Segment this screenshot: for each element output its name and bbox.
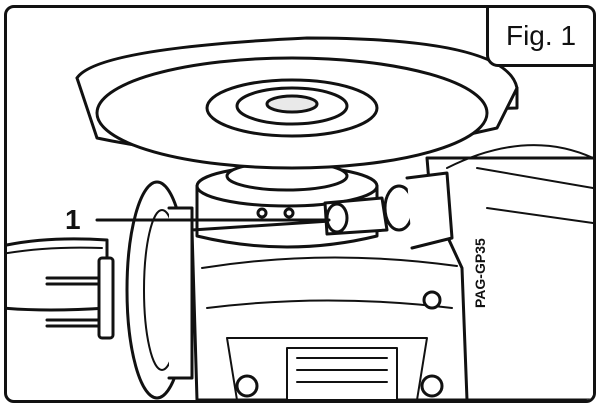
grinding-disc xyxy=(95,56,489,170)
plug-pins xyxy=(45,256,115,340)
left-flange xyxy=(125,180,194,400)
spindle-lock-button xyxy=(323,171,454,250)
gear-head xyxy=(190,212,469,400)
figure-frame: PAG-GP35 Fig. 1 1 xyxy=(4,5,596,403)
callout-number: 1 xyxy=(65,204,81,235)
embossed-model-text: PAG-GP35 xyxy=(472,238,488,308)
angle-grinder-drawing: PAG-GP35 xyxy=(7,36,593,400)
figure-label: Fig. 1 xyxy=(486,8,593,67)
side-handle xyxy=(7,237,109,312)
